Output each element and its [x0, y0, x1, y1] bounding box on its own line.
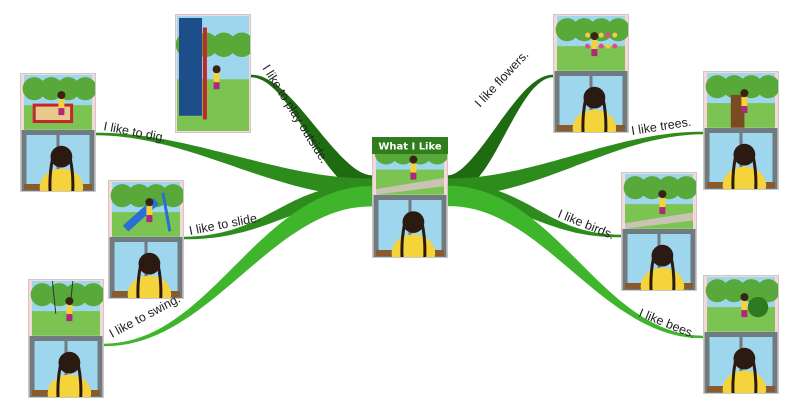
girl-swing-picture	[28, 279, 104, 398]
card-flowers	[553, 14, 629, 133]
connector-trees	[447, 131, 703, 197]
picture-cards: What I Like	[20, 14, 779, 398]
girl-bees-picture	[703, 275, 779, 394]
card-dig	[20, 73, 96, 192]
connector-play	[251, 74, 373, 196]
card-slide	[108, 180, 184, 299]
connector-bees	[447, 185, 703, 339]
center-card: What I Like	[372, 137, 448, 258]
card-swing	[28, 279, 104, 398]
connector-ribbons	[96, 74, 703, 347]
label-play: I like to play outside.	[259, 62, 331, 165]
girl-sandbox-picture	[20, 73, 96, 192]
label-dig: I like to dig.	[102, 119, 167, 145]
connector-flowers	[447, 74, 553, 196]
girl-door-yard-picture	[175, 14, 251, 133]
girl-slide-picture	[108, 180, 184, 299]
card-bees	[703, 275, 779, 394]
center-title-bar	[372, 137, 448, 154]
girl-tree-picture	[703, 71, 779, 190]
girl-flowers-picture	[553, 14, 629, 133]
card-play	[175, 14, 251, 133]
connector-dig	[96, 132, 373, 197]
girl-walking-path-picture	[372, 137, 448, 258]
card-birds	[621, 172, 697, 291]
card-trees	[703, 71, 779, 190]
girl-birds-picture	[621, 172, 697, 291]
connector-swing	[104, 186, 373, 347]
center-title: What I Like	[378, 142, 442, 153]
